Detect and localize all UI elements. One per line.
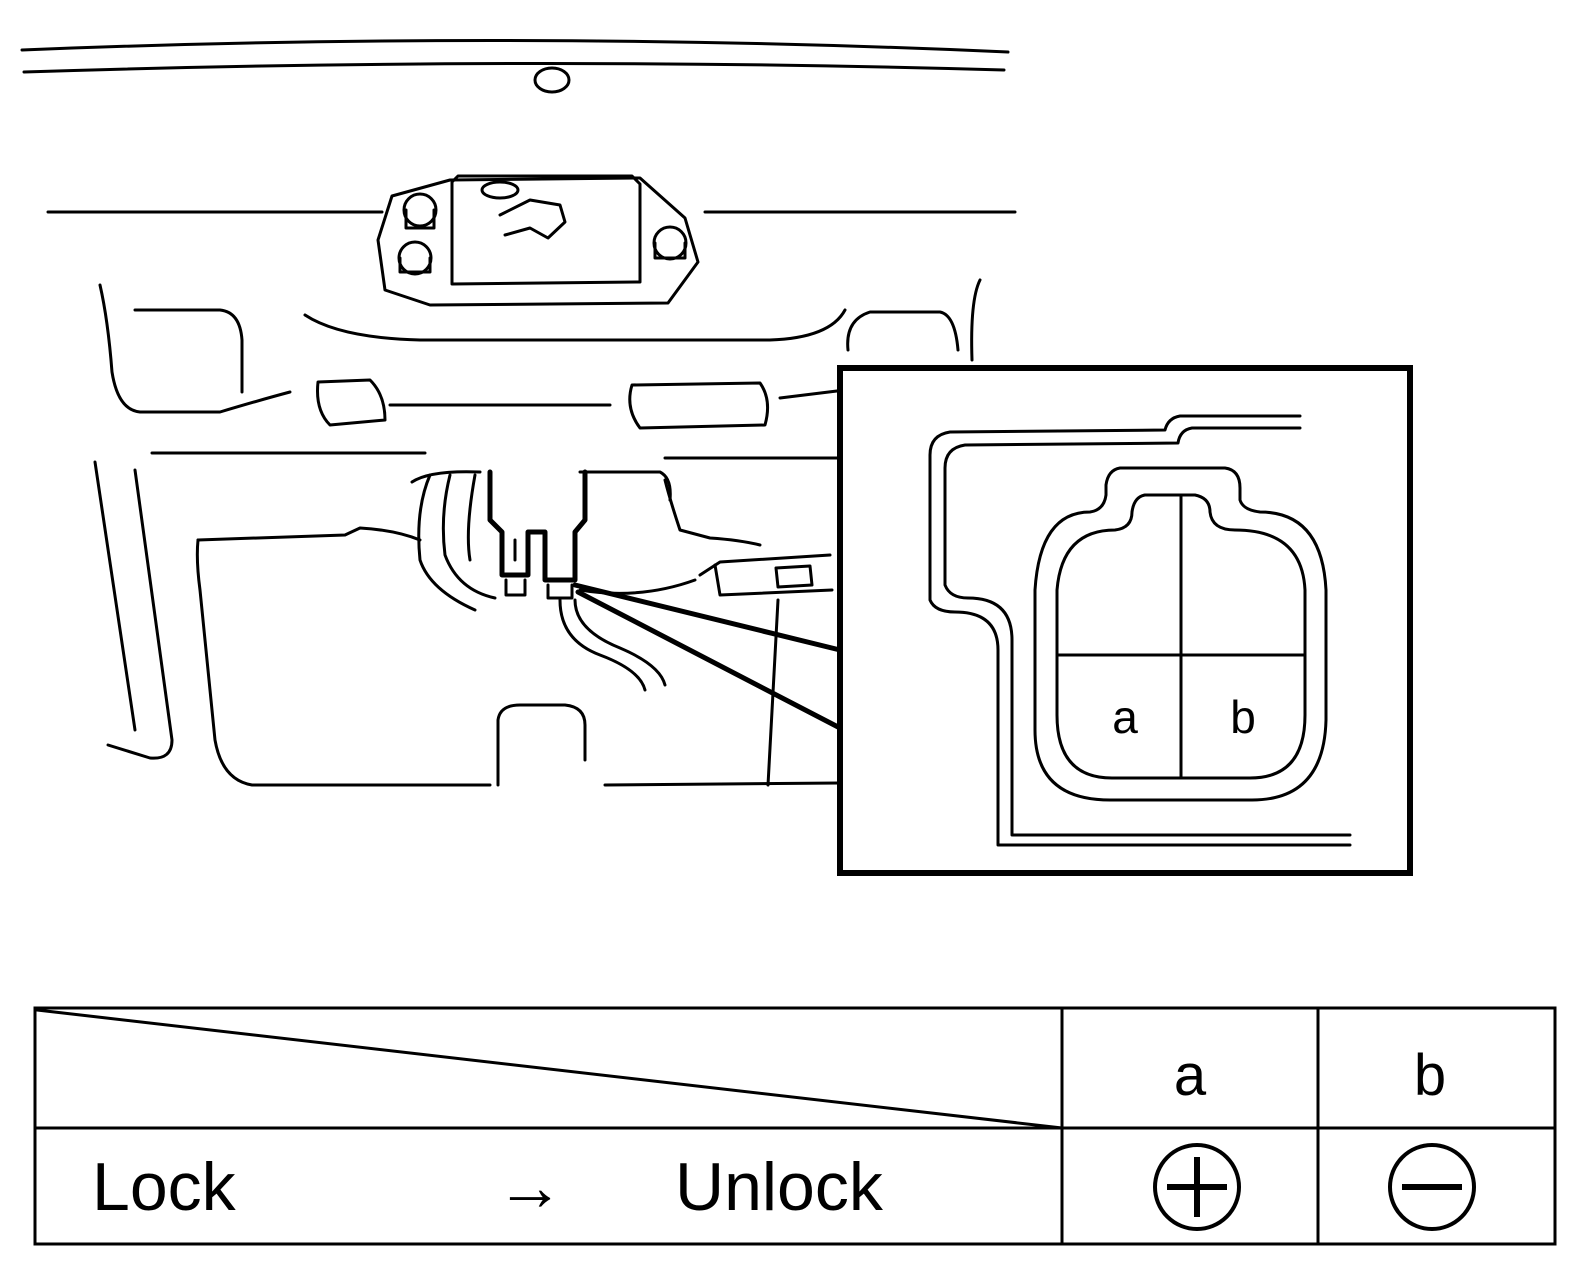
plus-icon — [1153, 1143, 1241, 1231]
connector-body — [487, 469, 588, 600]
connector-inset: a b — [837, 365, 1413, 876]
lock-label: Lock — [92, 1149, 237, 1225]
minus-icon — [1388, 1143, 1476, 1231]
unlock-label: Unlock — [675, 1149, 884, 1225]
direction-arrow: → — [496, 1149, 564, 1225]
terminal-b-label: b — [1230, 691, 1256, 743]
back-door-illustration — [20, 38, 1017, 787]
lock-actuator — [376, 174, 700, 307]
voltage-table: a b Lock → Unlock — [33, 1006, 1557, 1246]
table-header-b: b — [1414, 1043, 1446, 1108]
terminal-a-label: a — [1112, 691, 1138, 743]
table-header-a: a — [1174, 1043, 1207, 1108]
